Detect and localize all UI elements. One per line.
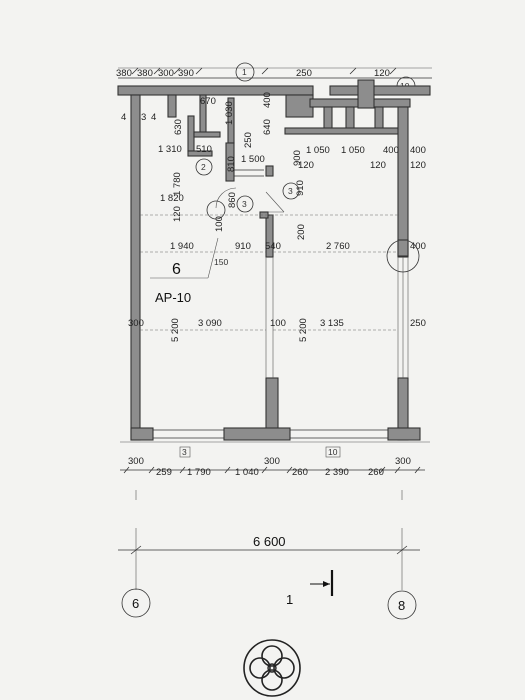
- dim-label: 1 780: [172, 172, 183, 196]
- dim-label: 120: [298, 160, 314, 171]
- bottom-dim: 2 390: [325, 467, 349, 478]
- bottom-dim: 260: [368, 467, 384, 478]
- dim-label: 200: [296, 224, 307, 240]
- top-dim: 300: [158, 68, 174, 79]
- dim-label: 5 200: [170, 318, 181, 342]
- dim-label: 860: [227, 192, 238, 208]
- dim-label: 900: [292, 150, 303, 166]
- dim-label: 400: [383, 145, 399, 156]
- overall-dim-label: 6 600: [253, 534, 286, 549]
- bottom-dim: 300: [395, 456, 411, 467]
- dim-label: 3: [141, 112, 146, 123]
- dim-label: 4: [121, 112, 126, 123]
- dim-label: 100: [214, 216, 225, 232]
- room-marker: 3: [242, 199, 247, 209]
- section-number: 1: [286, 592, 293, 607]
- left-wall: [130, 94, 141, 441]
- overall-dimension: 6 600: [118, 528, 420, 590]
- dim-label: 1 050: [341, 145, 365, 156]
- dim-label: 400: [410, 241, 426, 252]
- top-dim: 120: [374, 68, 390, 79]
- room-marker: 3: [288, 186, 293, 196]
- dim-label: 810: [226, 156, 237, 172]
- partition-lower: [265, 377, 279, 431]
- dim-label: 1 030: [224, 101, 235, 125]
- axis-label: 8: [398, 598, 405, 613]
- bottom-dim: 300: [264, 456, 280, 467]
- dim-label: 120: [370, 160, 386, 171]
- dim-label: 120: [410, 160, 426, 171]
- top-dim: 390: [178, 68, 194, 79]
- dim-label: 5 200: [298, 318, 309, 342]
- axis-label: 6: [132, 596, 139, 611]
- dim-label: 3 090: [198, 318, 222, 329]
- dim-label: 400: [410, 145, 426, 156]
- emblem-icon: [243, 639, 301, 697]
- top-walls: [117, 79, 431, 136]
- dim-label: 910: [235, 241, 251, 252]
- apartment-label: 6 AP-10 150: [150, 200, 228, 305]
- axis-bubbles: 6 8: [121, 588, 417, 620]
- bottom-dimensions: 3 10 300 259 1 790 1 040 300 260 2 390 2…: [120, 446, 425, 500]
- dim-label: 1 050: [306, 145, 330, 156]
- dim-label: 4: [151, 112, 156, 123]
- label-box: [325, 446, 341, 458]
- bottom-dim: 300: [128, 456, 144, 467]
- dim-label: 670: [200, 96, 216, 107]
- bottom-dim: 1 790: [187, 467, 211, 478]
- dim-label: 1 940: [170, 241, 194, 252]
- dim-label: 120: [172, 206, 183, 222]
- label-box: [179, 446, 191, 458]
- bottom-dim: 259: [156, 467, 172, 478]
- room-marker: 2: [201, 162, 206, 172]
- dim-label: 640: [262, 119, 273, 135]
- dim-label: 1 500: [241, 154, 265, 165]
- partition-upper: [265, 214, 274, 258]
- room-marker-circle: [235, 62, 255, 82]
- interior-rooms: [140, 97, 398, 331]
- outer-walls: [120, 94, 430, 443]
- dim-label: 910: [295, 180, 306, 196]
- bottom-box-label: 10: [328, 447, 338, 457]
- dim-label: 510: [196, 144, 212, 155]
- room-markers: 2 3 3: [195, 158, 420, 273]
- dim-label: 1 820: [160, 193, 184, 204]
- top-dim: 250: [296, 68, 312, 79]
- top-dim: 380: [137, 68, 153, 79]
- bottom-box-label: 3: [182, 447, 187, 457]
- right-wall-upper: [397, 106, 409, 258]
- dim-label: 400: [262, 92, 273, 108]
- dim-label: 2 760: [326, 241, 350, 252]
- interior-dimensions: 4 3 4 670 630 1 030 640 400 250 1 310 51…: [121, 92, 426, 342]
- dim-label: 250: [410, 318, 426, 329]
- dim-label: 540: [265, 241, 281, 252]
- bottom-dim: 260: [292, 467, 308, 478]
- room-marker: 1: [242, 67, 247, 77]
- bottom-dim: 1 040: [235, 467, 259, 478]
- axis-bubble: [387, 590, 417, 620]
- dim-label: 100: [270, 318, 286, 329]
- apartment-code: AP-10: [155, 290, 191, 305]
- dim-label: 630: [173, 119, 184, 135]
- top-dim: 380: [116, 68, 132, 79]
- section-mark: 1: [286, 570, 334, 607]
- dim-label: 300: [128, 318, 144, 329]
- apartment-number: 6: [172, 261, 181, 278]
- axis-bubble: [121, 588, 151, 618]
- dim-label: 1 310: [158, 144, 182, 155]
- dim-label: 3 135: [320, 318, 344, 329]
- apartment-area: 150: [214, 257, 228, 267]
- dim-label: 250: [243, 132, 254, 148]
